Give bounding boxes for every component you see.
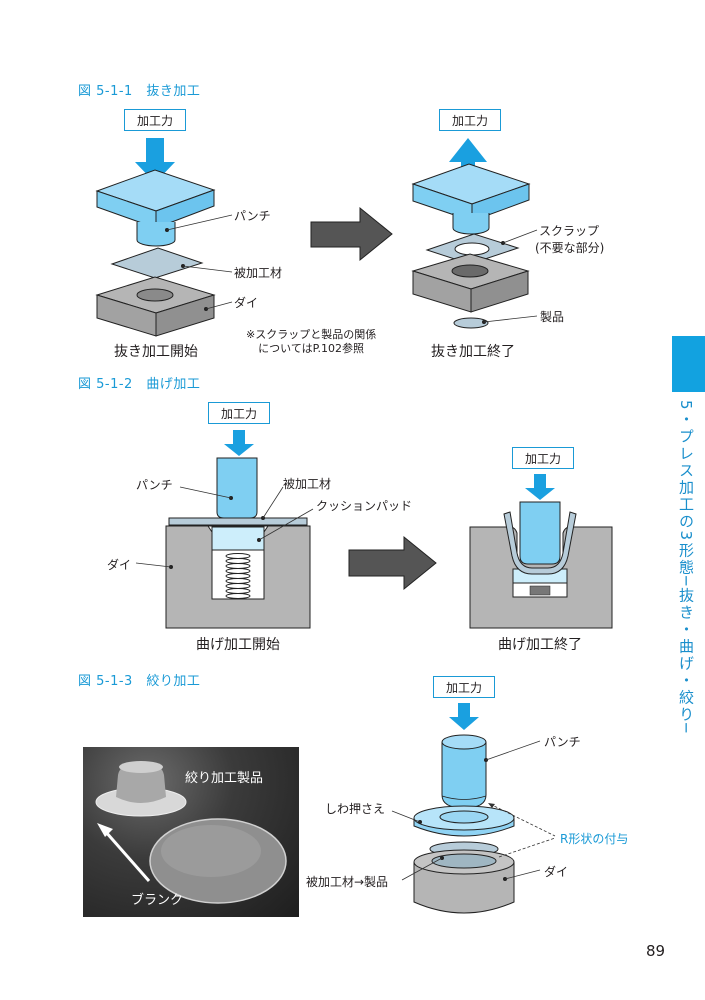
label-workpiece-to-product: 被加工材→製品 — [306, 875, 389, 889]
transition-arrow-icon — [348, 535, 437, 591]
drawing-product-photo: 絞り加工製品 ブランク — [83, 747, 299, 917]
chapter-tab-marker — [672, 336, 705, 392]
figure-title-punching: 図 5-1-1 抜き加工 — [78, 84, 201, 99]
photo-label-blank: ブランク — [131, 893, 184, 908]
caption-bending-end: 曲げ加工終了 — [498, 637, 582, 653]
label-scrap-note: (不要な部分) — [535, 241, 605, 255]
force-label-box: 加工力 — [208, 402, 270, 424]
force-label-box: 加工力 — [439, 109, 501, 131]
force-arrow-up-icon — [449, 138, 487, 184]
label-die: ダイ — [234, 296, 259, 310]
label-blank-holder: しわ押さえ — [325, 802, 386, 816]
photo-label-product: 絞り加工製品 — [185, 771, 264, 786]
chapter-side-title: 5・プレス加工の3形態─抜き・曲げ・絞り─ — [677, 400, 695, 735]
figure-title-drawing: 図 5-1-3 絞り加工 — [78, 674, 201, 689]
label-punch: パンチ — [234, 209, 271, 223]
bending-diagram — [135, 430, 613, 629]
label-workpiece: 被加工材 — [234, 266, 283, 280]
force-label-box: 加工力 — [124, 109, 186, 131]
drawing-diagram — [391, 703, 556, 914]
blank-arrow-icon — [103, 830, 151, 882]
label-workpiece: 被加工材 — [283, 477, 332, 491]
transition-arrow-icon — [310, 206, 393, 262]
force-arrow-down-icon — [449, 703, 479, 730]
force-arrow-down-icon — [135, 138, 175, 183]
label-product: 製品 — [540, 310, 565, 324]
reference-note-line2: についてはP.102参照 — [258, 342, 365, 355]
label-punch: パンチ — [136, 478, 173, 492]
force-arrow-down-icon — [525, 474, 555, 500]
label-die: ダイ — [107, 558, 132, 572]
caption-punching-start: 抜き加工開始 — [114, 344, 198, 360]
page-number: 89 — [646, 942, 666, 960]
spring-icon — [225, 553, 251, 599]
reference-note: ※スクラップと製品の関係 についてはP.102参照 — [246, 328, 376, 356]
force-arrow-down-icon — [224, 430, 254, 456]
label-r-shape: R形状の付与 — [560, 832, 629, 846]
label-die: ダイ — [544, 865, 569, 879]
figure-title-bending: 図 5-1-2 曲げ加工 — [78, 377, 201, 392]
punching-diagram — [95, 138, 538, 337]
force-label-box: 加工力 — [512, 447, 574, 469]
label-cushion-pad: クッションパッド — [316, 499, 413, 513]
label-scrap: スクラップ — [539, 224, 600, 238]
label-punch: パンチ — [544, 735, 581, 749]
reference-note-line1: ※スクラップと製品の関係 — [246, 328, 377, 341]
force-label-box: 加工力 — [433, 676, 495, 698]
caption-punching-end: 抜き加工終了 — [431, 344, 515, 360]
caption-bending-start: 曲げ加工開始 — [196, 637, 280, 653]
